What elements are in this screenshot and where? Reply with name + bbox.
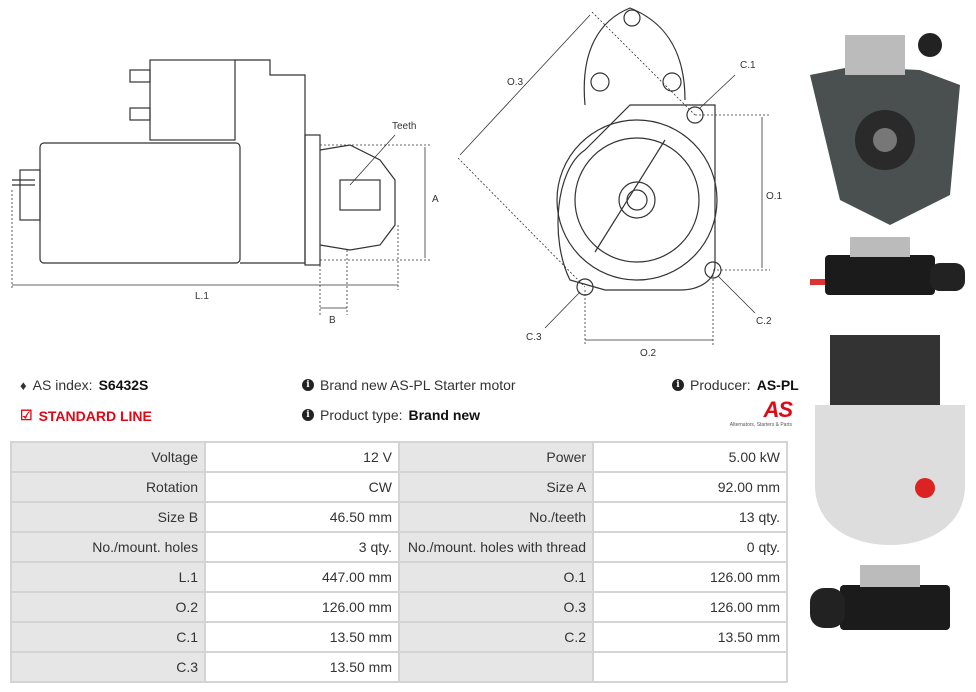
spec-value: 13.50 mm [204,621,400,653]
photo-front[interactable] [810,33,960,225]
spec-value: 12 V [204,441,400,473]
as-index-label: AS index: [32,377,93,393]
spec-label: No./teeth [397,501,595,533]
spec-label: C.2 [397,621,595,653]
spec-label [397,651,595,683]
checkbox-icon: ☑ [20,407,33,423]
spec-label: Size B [9,501,207,533]
as-index-value: S6432S [98,377,149,393]
spec-label: Rotation [9,471,207,503]
standard-line-badge: ☑ STANDARD LINE [20,407,152,424]
spec-value: 5.00 kW [592,441,788,473]
spec-value: 3 qty. [204,531,400,563]
spec-value: 13 qty. [592,501,788,533]
photo-rear[interactable] [815,335,965,545]
spec-value: 13.50 mm [592,621,788,653]
description-text: Brand new AS-PL Starter motor [320,377,516,393]
spec-label: O.3 [397,591,595,623]
spec-value: 126.00 mm [592,591,788,623]
dim-label-o1: O.1 [766,191,783,202]
front-view-drawing: O.3 O.1 O.2 C.1 C.2 C.3 [457,7,783,359]
producer-value: AS-PL [756,377,799,393]
side-view-drawing: L.1 B A Teeth [11,59,439,326]
product-type-value: Brand new [408,407,481,423]
spec-value: CW [204,471,400,503]
spec-value: 92.00 mm [592,471,788,503]
photo-side-1[interactable] [810,237,965,295]
spec-label: C.1 [9,621,207,653]
spec-label: O.1 [397,561,595,593]
spec-value: 126.00 mm [592,561,788,593]
spec-value: 46.50 mm [204,501,400,533]
dim-label-teeth: Teeth [392,121,416,132]
as-index: ♦ AS index: S6432S [20,377,148,393]
spec-value [592,651,788,683]
spec-label: O.2 [9,591,207,623]
producer-label: Producer: [690,377,751,393]
info-icon: i [672,379,684,391]
spec-label: L.1 [9,561,207,593]
spec-label: Size A [397,471,595,503]
dim-label-a: A [432,194,439,205]
spec-value: 447.00 mm [204,561,400,593]
dim-label-o2: O.2 [640,348,657,359]
spec-label: Voltage [9,441,207,473]
dim-label-c3: C.3 [526,332,542,343]
producer: i Producer: AS-PL [672,377,799,393]
info-icon: i [302,409,314,421]
dim-label-c1: C.1 [740,60,756,71]
spec-value: 13.50 mm [204,651,400,683]
spec-label: C.3 [9,651,207,683]
info-icon: i [302,379,314,391]
logo-tagline: Alternators, Starters & Parts [729,422,792,428]
dim-label-l1: L.1 [195,291,209,302]
spec-value: 0 qty. [592,531,788,563]
dim-label-b: B [329,315,336,326]
product-type: i Product type: Brand new [302,407,480,423]
spec-value: 126.00 mm [204,591,400,623]
description: i Brand new AS-PL Starter motor [302,377,516,393]
product-type-label: Product type: [320,407,403,423]
spec-label: No./mount. holes [9,531,207,563]
dim-label-o3: O.3 [507,77,524,88]
logo-mark: AS [763,397,793,422]
standard-line-label: STANDARD LINE [38,407,152,424]
product-photos [810,33,965,630]
dim-label-c2: C.2 [756,316,772,327]
tags-icon: ♦ [20,377,27,393]
photo-side-2[interactable] [810,565,950,630]
spec-label: No./mount. holes with thread [397,531,595,563]
as-pl-logo: AS Alternators, Starters & Parts [700,397,793,429]
spec-label: Power [397,441,595,473]
